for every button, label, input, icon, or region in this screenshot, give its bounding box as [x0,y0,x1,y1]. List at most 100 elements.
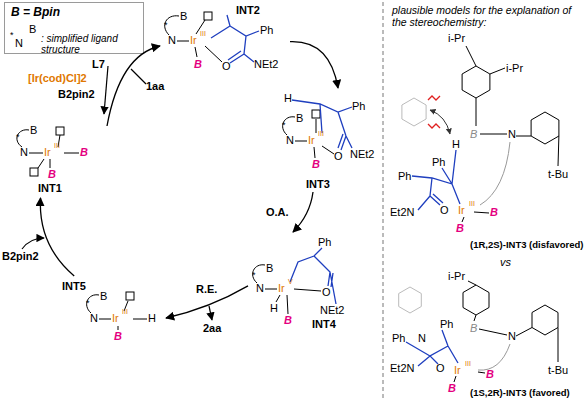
atom-label: Ph [352,100,365,113]
atom-label: Ir [454,364,461,377]
atom-label: III [469,200,475,208]
compound-label: INT1 [38,182,62,195]
vacancy-square [126,292,134,300]
model-caption: (1S,2R)-INT3 (favored) [470,386,570,399]
atom-label: III [200,30,206,38]
key-text: B = Bpin [11,6,60,19]
repulsion-arrow [430,110,450,134]
atom-label: i-Pr [448,270,465,283]
atom-label: NEt2 [254,58,278,71]
atom-label: Ir [308,134,315,147]
substrate-bonds [290,248,336,304]
atom-label: N [286,134,294,147]
reagent-label: 1aa [146,80,164,93]
atom-label: III [54,142,60,150]
key-text: N [15,37,23,50]
atom-label: N [418,332,426,345]
reagent-arrow [104,66,108,114]
key-text: B [29,23,36,36]
compound-label: INT5 [62,280,86,293]
intermediate: H*BNIrIIIPhONEt2BINT3 [278,88,378,192]
atom-label: III [465,360,471,368]
atom-label: O [436,362,445,375]
intermediate: INT5*BNIrIIIHB [58,276,166,346]
comparison-label: vs [500,256,511,269]
atom-label: B [180,10,187,23]
cycle-arrow [40,198,74,276]
atom-label: * [16,132,20,142]
atom-label: III [122,308,128,316]
atom-label: N [508,330,516,343]
atom-label: Ph [432,156,445,169]
substrate-bonds [406,330,458,366]
atom-label: B [266,262,273,275]
substrate-bonds [412,150,460,210]
atom-label: B [194,58,202,71]
atom-label: B [284,314,292,327]
atom-label: Ir [458,204,465,217]
product-arrow [209,306,212,320]
atom-label: t-Bu [548,168,568,181]
atom-label: i-Pr [448,32,465,45]
atom-label: N [90,312,98,325]
reagent-arrow [22,238,44,249]
atom-label: B [470,322,477,335]
atom-label: Ph [392,332,405,345]
substrate-arrow [131,69,146,84]
reagent-label: [Ir(cod)Cl]2 [28,72,87,85]
atom-label: Ir [190,34,197,47]
atom-label: B [100,290,107,303]
atom-label: H [148,312,156,325]
step-label: O.A. [266,206,289,219]
substrate-bonds [292,100,352,150]
intermediate: INT2*BNIrIIIPhBONEt2 [160,2,290,90]
bond-lines [87,295,147,330]
reagent-label: 2aa [203,322,221,335]
vacancy-square [312,110,320,118]
reagent-label: B2pin2 [2,250,39,263]
substrate-bonds [211,15,259,63]
atom-label: NEt2 [320,304,344,317]
ligand-bonds [462,46,559,222]
atom-label: * [252,270,256,280]
atom-label: H [284,92,292,105]
bond-lines [283,117,334,158]
atom-label: B [80,146,88,159]
vacancy-square [204,12,212,20]
vacancy-square [56,127,64,135]
atom-label: Ph [398,170,411,183]
atom-label: Ir [278,282,285,295]
atom-label: t-Bu [548,364,568,377]
atom-label: B [296,112,303,125]
atom-label: N [168,34,176,47]
atom-label: Et2N [390,362,414,375]
atom-label: B [448,382,456,395]
atom-label: B [486,368,494,381]
key-text: : simplified ligand structure [41,33,141,55]
atom-label: B [48,168,56,181]
panel-heading: plausible models for the explanation of … [392,4,582,28]
bond-lines [17,130,79,168]
atom-label: O [334,150,343,163]
ligand-bonds [454,281,558,382]
atom-label: B [30,124,37,137]
atom-label: N [256,282,264,295]
intermediate: *BNIrVPhOHNEt2BINT4 [248,232,348,330]
stereo-model: i-PrNPhBNPhEt2NOIrIIIBBt-Bu(1S,2R)-INT3 … [386,268,586,401]
atom-label: B [312,158,320,171]
bond-lines [253,265,321,314]
reagent-label: B2pin2 [58,88,95,101]
atom-label: B [490,206,498,219]
atom-label: B [470,128,477,141]
cycle-arrow [293,192,313,232]
key-box: B = Bpin*NB: simplified ligand structure [4,2,144,54]
atom-label: Ir [112,312,119,325]
atom-label: Ir [44,146,51,159]
cycle-arrow [290,42,338,88]
atom-label: N [508,128,516,141]
atom-label: * [86,298,90,308]
atom-label: * [164,20,168,30]
atom-label: O [440,204,449,217]
